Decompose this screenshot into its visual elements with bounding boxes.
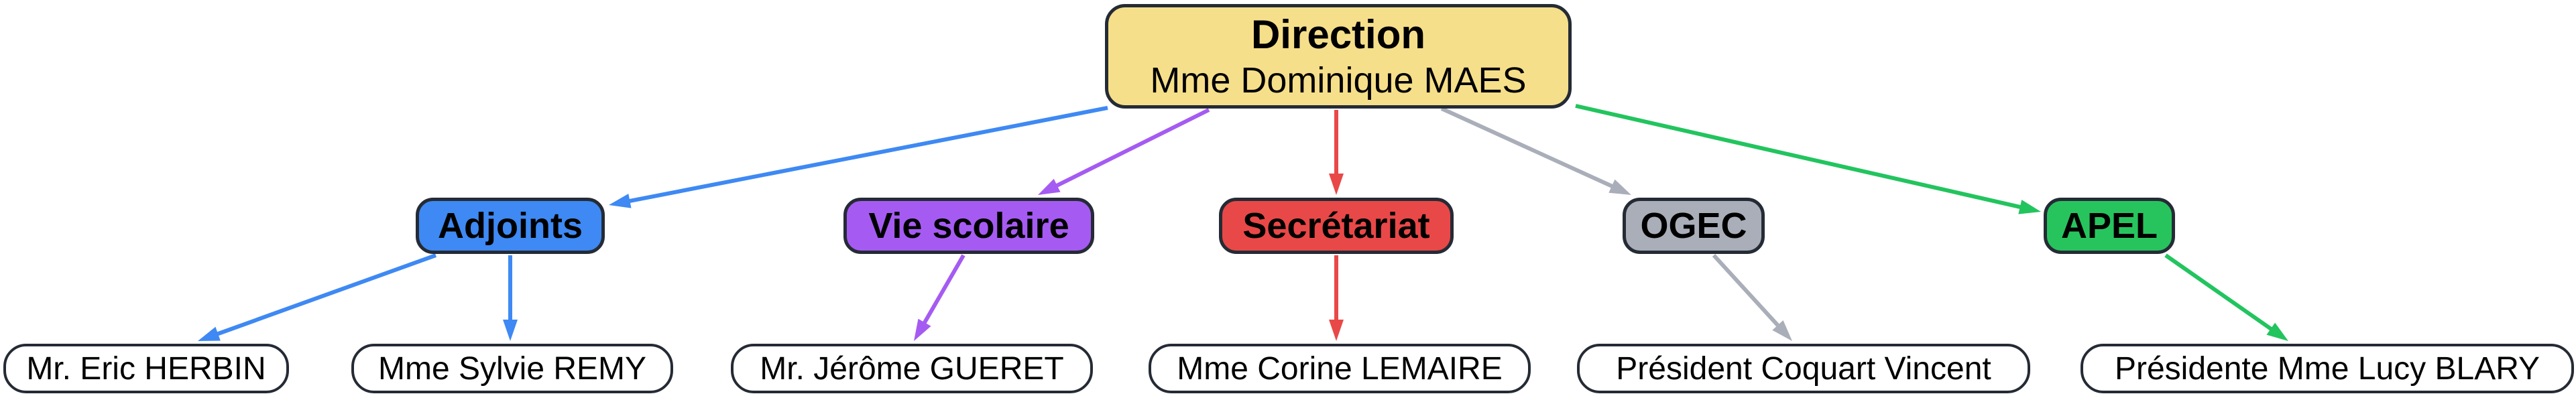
edge-vie_scolaire-to-gueret	[914, 254, 965, 341]
node-eric-herbin: Mr. Eric HERBIN	[3, 344, 289, 393]
edge-direction-to-ogec	[1440, 107, 1631, 195]
arrowhead-ogec	[1608, 179, 1631, 195]
vie-scolaire-label: Vie scolaire	[868, 206, 1069, 246]
node-direction: Direction Mme Dominique MAES	[1105, 4, 1572, 109]
edge-apel-to-blary	[2164, 253, 2288, 341]
direction-title: Direction	[1250, 12, 1426, 57]
arrowhead-apel	[2018, 200, 2041, 214]
node-jerome-gueret: Mr. Jérôme GUERET	[731, 344, 1093, 393]
arrowhead-lemaire	[1329, 320, 1344, 341]
edge-direction-to-secretariat	[1329, 110, 1344, 195]
arrowhead-vie_scolaire	[1038, 178, 1061, 195]
adjoints-label: Adjoints	[438, 206, 583, 246]
node-adjoints: Adjoints	[416, 198, 605, 254]
node-vie-scolaire: Vie scolaire	[843, 198, 1094, 254]
node-lucy-blary: Présidente Mme Lucy BLARY	[2081, 344, 2574, 393]
jerome-gueret-label: Mr. Jérôme GUERET	[760, 350, 1064, 387]
edge-direction-to-vie_scolaire	[1038, 108, 1210, 195]
sylvie-remy-label: Mme Sylvie REMY	[377, 350, 647, 387]
arrowhead-secretariat	[1329, 174, 1344, 195]
direction-subtitle: Mme Dominique MAES	[1150, 60, 1527, 101]
edge-adjoints-to-remy	[503, 255, 518, 341]
lucy-blary-label: Présidente Mme Lucy BLARY	[2114, 350, 2540, 387]
edge-secretariat-to-lemaire	[1329, 255, 1344, 341]
node-corine-lemaire: Mme Corine LEMAIRE	[1149, 344, 1531, 393]
arrowhead-gueret	[914, 318, 931, 341]
node-coquart-vincent: Président Coquart Vincent	[1577, 344, 2030, 393]
corine-lemaire-label: Mme Corine LEMAIRE	[1177, 350, 1503, 387]
edge-direction-to-apel	[1575, 104, 2041, 214]
arrowhead-coquart	[1772, 320, 1792, 341]
secretariat-label: Secrétariat	[1242, 206, 1430, 246]
arrowhead-remy	[503, 320, 518, 341]
apel-label: APEL	[2060, 206, 2158, 246]
ogec-label: OGEC	[1640, 206, 1747, 246]
arrowhead-blary	[2266, 322, 2288, 341]
arrowhead-herbin	[198, 326, 221, 341]
edge-ogec-to-coquart	[1712, 253, 1792, 341]
node-ogec: OGEC	[1623, 198, 1765, 254]
node-secretariat: Secrétariat	[1219, 198, 1454, 254]
eric-herbin-label: Mr. Eric HERBIN	[26, 350, 266, 387]
edge-direction-to-adjoints	[609, 106, 1108, 208]
edge-adjoints-to-herbin	[198, 253, 437, 341]
node-apel: APEL	[2044, 198, 2175, 254]
arrowhead-adjoints	[609, 194, 632, 208]
node-sylvie-remy: Mme Sylvie REMY	[351, 344, 673, 393]
coquart-vincent-label: Président Coquart Vincent	[1616, 350, 1991, 387]
